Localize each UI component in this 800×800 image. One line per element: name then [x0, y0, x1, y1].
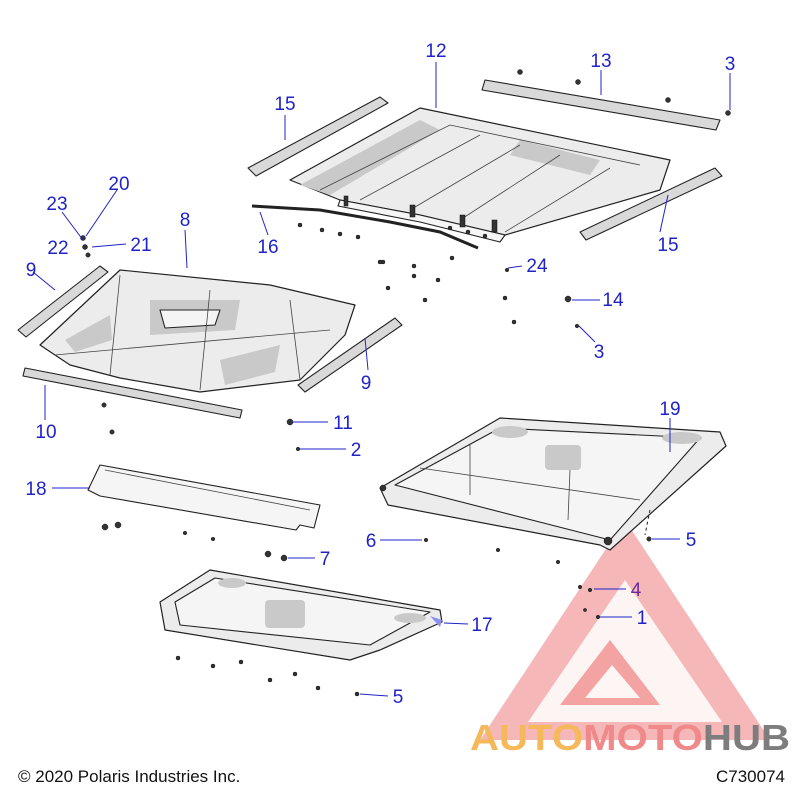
callout-5-right: 5 [686, 530, 697, 551]
watermark-hub: HUB [703, 717, 790, 758]
callout-8: 8 [180, 210, 191, 231]
part-13-rear-bar [481, 69, 731, 131]
callout-17: 17 [471, 615, 492, 636]
part-17-headliner-lower [159, 569, 443, 697]
callout-15-right: 15 [657, 235, 678, 256]
part-9-right-strip [297, 317, 403, 393]
callout-3-top: 3 [725, 54, 736, 75]
callout-4: 4 [631, 580, 642, 601]
part-8-roof-panel [39, 269, 356, 393]
watermark-auto: AUTO [470, 717, 583, 758]
leader-lines [32, 62, 731, 697]
callout-18: 18 [25, 479, 46, 500]
callout-12: 12 [425, 41, 446, 62]
callout-1: 1 [637, 608, 648, 629]
callout-9-left: 9 [26, 260, 37, 281]
callout-2: 2 [351, 440, 362, 461]
part-9-left-strip [17, 265, 109, 338]
watermark-moto: MOTO [583, 717, 703, 758]
part-15-right-strip [579, 167, 723, 241]
part-10-lower-bar [22, 367, 243, 435]
part-19-headliner-upper [379, 417, 727, 551]
callout-13: 13 [590, 51, 611, 72]
callout-10: 10 [35, 422, 56, 443]
callout-21: 21 [130, 235, 151, 256]
callout-14: 14 [602, 290, 624, 311]
copyright-text: © 2020 Polaris Industries Inc. [18, 767, 240, 786]
part-18-bracket [87, 464, 321, 542]
callout-22: 22 [47, 238, 68, 259]
diagram-code: C730074 [716, 767, 785, 786]
callout-11: 11 [333, 413, 353, 434]
callout-9-right: 9 [361, 373, 372, 394]
callout-15-left: 15 [274, 94, 295, 115]
part-12-roof-frame [289, 107, 671, 243]
watermark-logo [480, 520, 770, 740]
scattered-hardware [80, 235, 580, 562]
callout-19: 19 [659, 399, 680, 420]
callout-labels: 12 13 3 15 15 16 24 14 3 20 23 22 21 8 9… [25, 41, 735, 708]
callout-16: 16 [257, 237, 278, 258]
callout-20: 20 [108, 174, 129, 195]
callout-7: 7 [320, 549, 331, 570]
small-hardware-right [423, 509, 652, 620]
callout-6: 6 [366, 531, 377, 552]
callout-5-bottom: 5 [393, 687, 404, 708]
callout-3-mid: 3 [594, 342, 605, 363]
callout-24: 24 [526, 256, 548, 277]
callout-23: 23 [46, 194, 67, 215]
part-15-upper-strip [247, 96, 389, 177]
